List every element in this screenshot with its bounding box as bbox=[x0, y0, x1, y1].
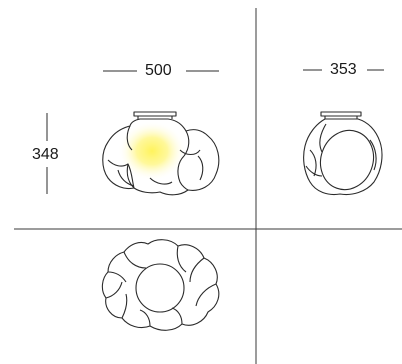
front-width-label: 500 bbox=[145, 62, 172, 79]
side-bubble-outline bbox=[303, 118, 383, 196]
front-bubble-outline bbox=[102, 118, 220, 196]
side-view-lamp bbox=[303, 111, 383, 196]
top-bubble-outline bbox=[101, 239, 220, 331]
front-height-label: 348 bbox=[32, 146, 59, 163]
side-front-bubble bbox=[319, 129, 375, 191]
top-view-lamp bbox=[101, 239, 220, 331]
front-canopy bbox=[133, 111, 177, 117]
top-center-bubble bbox=[135, 263, 185, 313]
side-canopy bbox=[320, 111, 362, 117]
front-view-lamp bbox=[102, 111, 220, 196]
light-glow bbox=[118, 121, 186, 181]
side-width-label: 353 bbox=[330, 61, 357, 78]
